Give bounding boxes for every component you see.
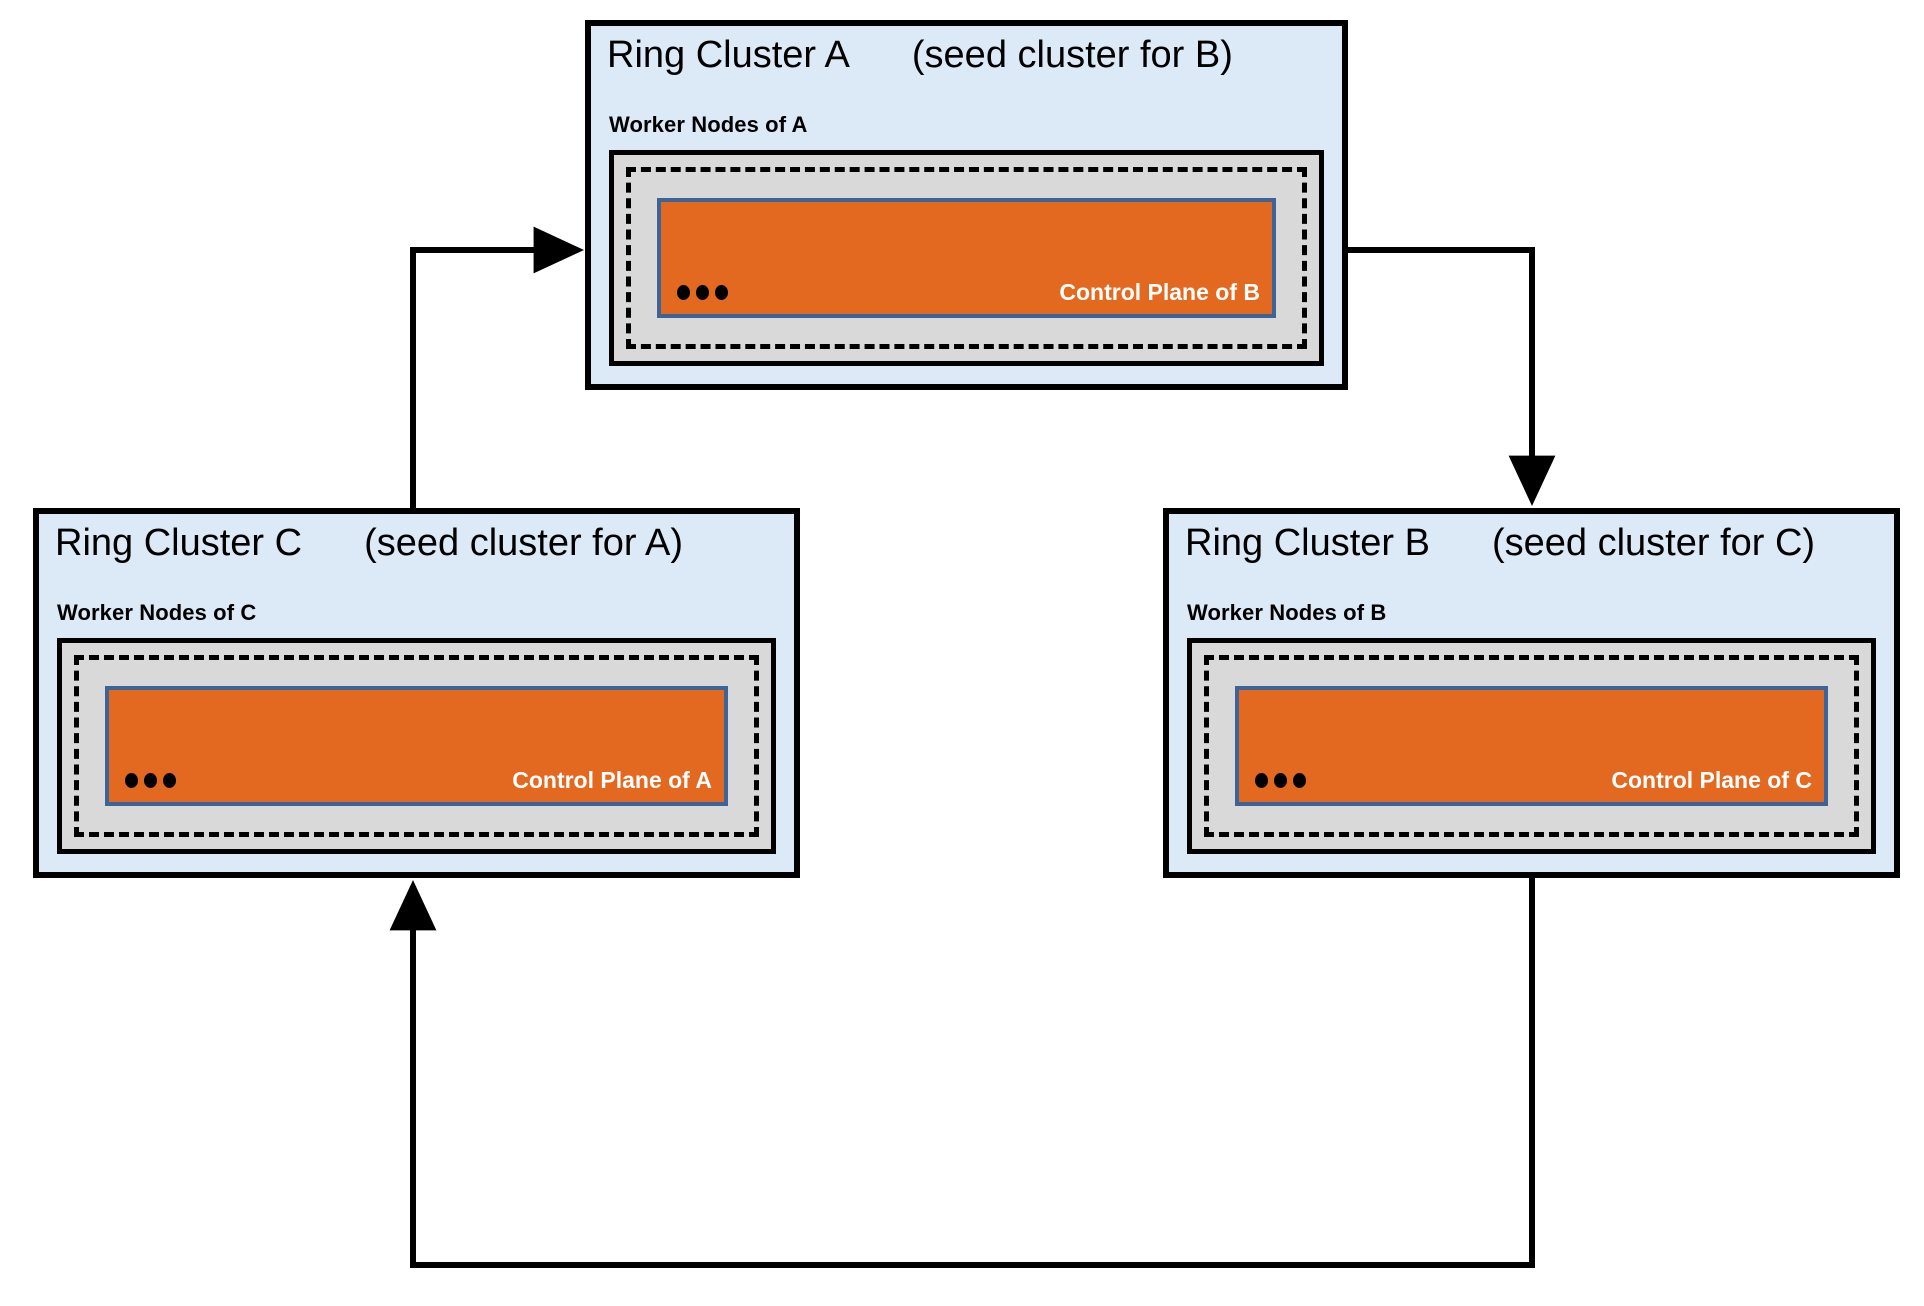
cluster-b[interactable]: Ring Cluster B (seed cluster for C) Worke… [1163, 508, 1900, 878]
cluster-b-dashed-frame: Control Plane of C [1204, 655, 1859, 837]
cluster-b-worker-label: Worker Nodes of B [1187, 600, 1387, 625]
cluster-c-worker-label: Worker Nodes of C [57, 600, 257, 625]
connector-a-to-b [1348, 247, 1556, 506]
cluster-a-dashed-frame: Control Plane of B [626, 167, 1307, 349]
ellipsis-icon [677, 285, 728, 300]
cluster-a-control-plane[interactable]: Control Plane of B [657, 198, 1276, 318]
cluster-c-name: Ring Cluster C [55, 522, 303, 564]
cluster-c-control-plane-label: Control Plane of A [512, 767, 712, 793]
cluster-b-name: Ring Cluster B [1185, 522, 1430, 564]
connector-b-to-c [389, 878, 1535, 1268]
cluster-c[interactable]: Ring Cluster C (seed cluster for A) Worke… [33, 508, 800, 878]
connector-c-to-a [410, 226, 584, 508]
cluster-b-worker-box: Control Plane of C [1187, 638, 1876, 854]
ellipsis-icon [125, 773, 176, 788]
cluster-c-worker-box: Control Plane of A [57, 638, 776, 854]
ellipsis-icon [1255, 773, 1306, 788]
cluster-a-worker-label: Worker Nodes of A [609, 112, 808, 137]
cluster-c-seed-note: (seed cluster for A) [364, 522, 683, 564]
cluster-c-dashed-frame: Control Plane of A [74, 655, 759, 837]
cluster-b-seed-note: (seed cluster for C) [1491, 522, 1816, 564]
cluster-c-control-plane[interactable]: Control Plane of A [105, 686, 728, 806]
cluster-c-title: Ring Cluster C (seed cluster for A) [55, 522, 683, 566]
cluster-a-seed-note: (seed cluster for B) [911, 34, 1233, 76]
cluster-b-control-plane[interactable]: Control Plane of C [1235, 686, 1828, 806]
cluster-b-title: Ring Cluster B (seed cluster for C) [1185, 522, 1815, 566]
cluster-b-control-plane-label: Control Plane of C [1611, 767, 1812, 793]
cluster-a[interactable]: Ring Cluster A (seed cluster for B) Worke… [585, 20, 1348, 390]
cluster-a-name: Ring Cluster A [607, 34, 850, 76]
cluster-a-worker-box: Control Plane of B [609, 150, 1324, 366]
cluster-a-title: Ring Cluster A (seed cluster for B) [607, 34, 1233, 78]
cluster-a-control-plane-label: Control Plane of B [1059, 279, 1260, 305]
